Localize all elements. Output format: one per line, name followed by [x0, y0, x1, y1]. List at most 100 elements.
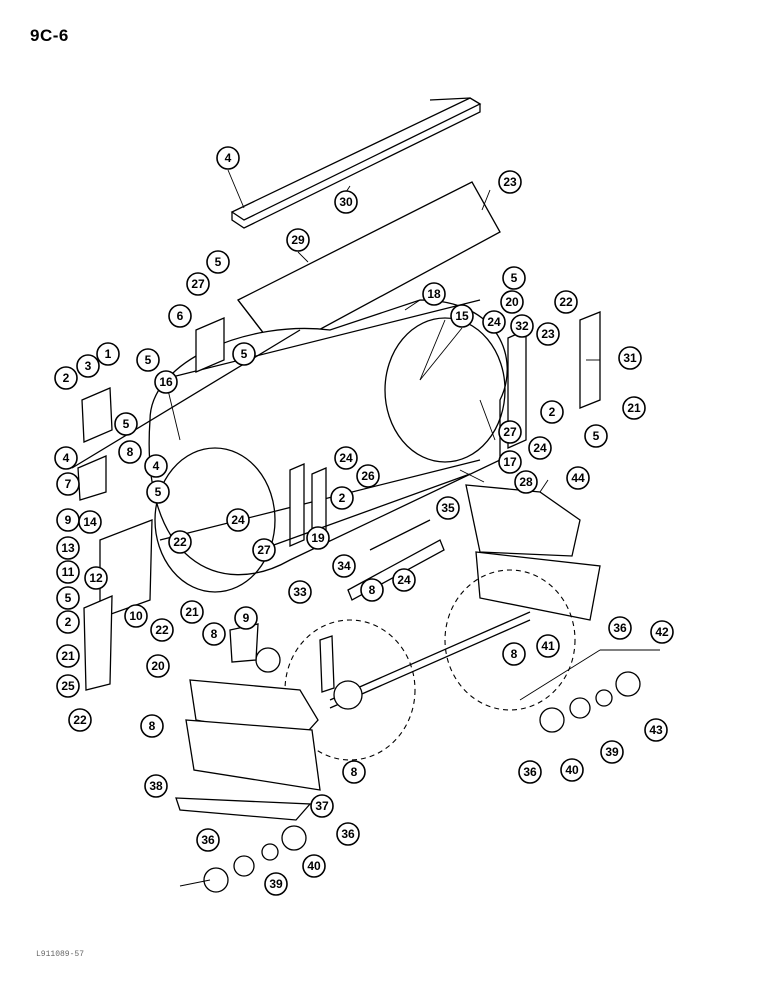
svg-text:9: 9	[243, 611, 250, 625]
callout-10: 10	[124, 604, 148, 628]
svg-text:39: 39	[605, 745, 619, 759]
drawing-reference: L911089-57	[36, 950, 85, 959]
callout-41: 41	[536, 634, 560, 658]
svg-text:39: 39	[269, 877, 283, 891]
svg-text:2: 2	[549, 405, 556, 419]
callout-15: 15	[450, 304, 474, 328]
svg-text:33: 33	[293, 585, 307, 599]
svg-text:5: 5	[241, 347, 248, 361]
top-rail-part	[230, 97, 482, 229]
callout-13: 13	[56, 536, 80, 560]
svg-text:36: 36	[341, 827, 355, 841]
callout-21b: 21	[180, 600, 204, 624]
callout-38: 38	[144, 774, 168, 798]
svg-text:5: 5	[155, 485, 162, 499]
svg-text:12: 12	[89, 571, 103, 585]
svg-text:10: 10	[129, 609, 143, 623]
callout-16: 16	[154, 370, 178, 394]
callout-12: 12	[84, 566, 108, 590]
callout-22b: 22	[168, 530, 192, 554]
callout-21: 21	[622, 396, 646, 420]
callout-23: 23	[498, 170, 522, 194]
svg-text:5: 5	[65, 591, 72, 605]
svg-text:21: 21	[61, 649, 75, 663]
callout-24c: 24	[334, 446, 358, 470]
callout-26: 26	[356, 464, 380, 488]
lower-shield-part	[175, 679, 321, 821]
svg-text:27: 27	[191, 277, 205, 291]
svg-text:3: 3	[85, 359, 92, 373]
callout-37: 37	[310, 794, 334, 818]
svg-text:4: 4	[153, 459, 160, 473]
svg-text:5: 5	[511, 271, 518, 285]
callout-34: 34	[332, 554, 356, 578]
callout-4: 4	[216, 146, 240, 170]
svg-text:22: 22	[559, 295, 573, 309]
svg-text:44: 44	[571, 471, 585, 485]
svg-text:7: 7	[65, 477, 72, 491]
svg-text:8: 8	[511, 647, 518, 661]
svg-text:41: 41	[541, 639, 555, 653]
callout-32: 32	[510, 314, 534, 338]
callout-17: 17	[498, 450, 522, 474]
svg-text:34: 34	[337, 559, 351, 573]
callout-5c: 5	[232, 342, 256, 366]
callout-35: 35	[436, 496, 460, 520]
callout-27b: 27	[498, 420, 522, 444]
callout-7: 7	[56, 472, 80, 496]
callout-24e: 24	[392, 568, 416, 592]
svg-text:8: 8	[149, 719, 156, 733]
callout-2c: 2	[540, 400, 564, 424]
svg-text:40: 40	[565, 763, 579, 777]
svg-text:2: 2	[63, 371, 70, 385]
callout-23b: 23	[536, 322, 560, 346]
callout-11: 11	[56, 560, 80, 584]
svg-text:28: 28	[519, 475, 533, 489]
svg-text:2: 2	[339, 491, 346, 505]
callout-3: 3	[76, 354, 100, 378]
svg-text:27: 27	[257, 543, 271, 557]
svg-text:21: 21	[185, 605, 199, 619]
svg-text:6: 6	[177, 309, 184, 323]
callout-4c: 4	[144, 454, 168, 478]
callout-5b: 5	[136, 348, 160, 372]
callout-31: 31	[618, 346, 642, 370]
svg-text:4: 4	[63, 451, 70, 465]
tray-part	[465, 484, 601, 621]
lower-frame-part	[259, 463, 471, 601]
leader-lines	[167, 169, 600, 493]
svg-text:26: 26	[361, 469, 375, 483]
svg-text:23: 23	[503, 175, 517, 189]
svg-text:20: 20	[151, 659, 165, 673]
svg-text:22: 22	[155, 623, 169, 637]
svg-text:9: 9	[65, 513, 72, 527]
svg-text:30: 30	[339, 195, 353, 209]
callout-29: 29	[286, 228, 310, 252]
svg-text:23: 23	[541, 327, 555, 341]
svg-text:11: 11	[62, 565, 75, 579]
callout-8: 8	[118, 440, 142, 464]
callout-5f: 5	[146, 480, 170, 504]
callout-39b: 39	[264, 872, 288, 896]
svg-text:4: 4	[225, 151, 232, 165]
callout-24d: 24	[226, 508, 250, 532]
svg-text:8: 8	[351, 765, 358, 779]
bearing-assembly-part	[179, 649, 660, 893]
svg-text:24: 24	[397, 573, 411, 587]
svg-text:18: 18	[427, 287, 441, 301]
callout-5g: 5	[56, 586, 80, 610]
callout-22: 22	[554, 290, 578, 314]
callout-1: 1	[96, 342, 120, 366]
callout-24: 24	[482, 310, 506, 334]
svg-text:16: 16	[159, 375, 173, 389]
callout-9b: 9	[234, 606, 258, 630]
callout-27c: 27	[252, 538, 276, 562]
callout-6: 6	[168, 304, 192, 328]
svg-text:5: 5	[215, 255, 222, 269]
callout-9: 9	[56, 508, 80, 532]
callout-14: 14	[78, 510, 102, 534]
page-code: 9C-6	[30, 26, 69, 45]
callout-8e: 8	[140, 714, 164, 738]
svg-text:1: 1	[105, 347, 112, 361]
